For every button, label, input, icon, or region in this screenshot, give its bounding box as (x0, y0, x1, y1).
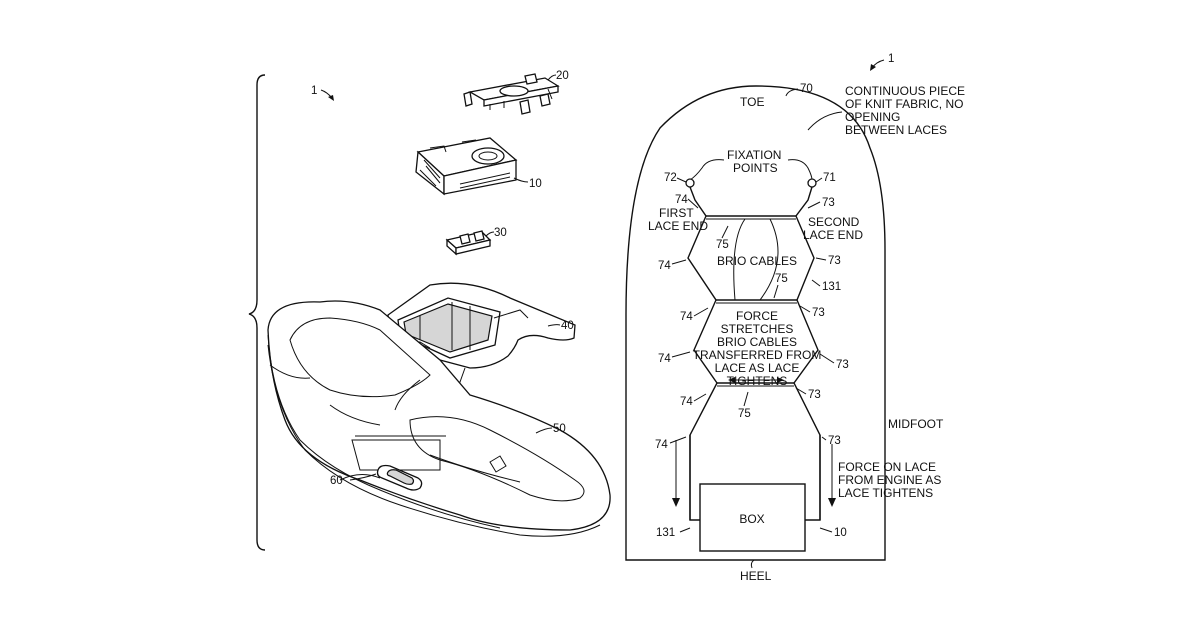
svg-text:LACE TIGHTENS: LACE TIGHTENS (838, 486, 933, 500)
force-arrow-right (828, 444, 836, 507)
leader-75-upper (722, 226, 728, 238)
ref-73-f: 73 (828, 435, 841, 447)
fixation-leader-right (788, 160, 812, 180)
ref-10-left: 10 (529, 178, 542, 190)
midfoot-label: MIDFOOT (888, 417, 944, 431)
ref-73-a: 73 (822, 197, 835, 209)
lace-to-box-right (805, 435, 820, 520)
ref-75-lower: 75 (738, 408, 751, 420)
first-lace-end-label: FIRST LACE END (648, 206, 708, 233)
ref-74-d: 74 (658, 353, 671, 365)
ref-70: 70 (800, 83, 813, 95)
heel-label: HEEL (740, 569, 772, 583)
force-on-lace-note: FORCE ON LACE FROM ENGINE AS LACE TIGHTE… (838, 460, 941, 500)
svg-text:FIXATION: FIXATION (727, 148, 781, 162)
leader-74-c (694, 308, 708, 316)
ref-131-upper: 131 (822, 281, 841, 293)
svg-text:FIRST: FIRST (659, 206, 694, 220)
leader-continuous-note (808, 112, 842, 130)
figure-ref-arrow-left (321, 90, 334, 101)
toe-label: TOE (740, 95, 764, 109)
leader-74-e (694, 394, 706, 401)
figure-ref-arrow-right (870, 60, 884, 71)
svg-text:LACE END: LACE END (648, 219, 708, 233)
ref-131-lower: 131 (656, 527, 675, 539)
ref-74-f: 74 (655, 439, 668, 451)
fixation-points-label: FIXATION POINTS (727, 148, 781, 175)
leader-74-d (672, 352, 690, 357)
force-arrow-left (672, 440, 680, 507)
ref-73-e: 73 (808, 389, 821, 401)
ref-20: 20 (556, 70, 569, 82)
svg-text:POINTS: POINTS (733, 161, 778, 175)
lacing-schematic-figure: 1 70 TOE CONTINUOUS PIECE OF KNIT FABRIC… (626, 53, 965, 583)
leader-74-f (670, 437, 686, 443)
second-lace-end-label: SECOND LACE END (803, 215, 863, 242)
svg-text:BRIO CABLES: BRIO CABLES (717, 335, 797, 349)
ref-74-e: 74 (680, 396, 693, 408)
leader-20 (548, 75, 556, 80)
leader-10-right (820, 528, 832, 532)
ref-75-upper: 75 (716, 239, 729, 251)
ref-74-a: 74 (675, 194, 688, 206)
ref-73-c: 73 (812, 307, 825, 319)
ref-72: 72 (664, 172, 677, 184)
ref-75-middle: 75 (775, 273, 788, 285)
cover-part (464, 74, 558, 114)
fixation-point-right (808, 179, 816, 187)
ref-71: 71 (823, 172, 836, 184)
lacing-engine-part (416, 138, 516, 194)
connector-part (447, 231, 490, 254)
continuous-knit-note: CONTINUOUS PIECE OF KNIT FABRIC, NO OPEN… (845, 84, 965, 137)
leader-73-d (820, 354, 834, 363)
ref-73-b: 73 (828, 255, 841, 267)
ref-40: 40 (561, 320, 574, 332)
svg-text:FORCE: FORCE (736, 309, 778, 323)
svg-text:OF KNIT FABRIC, NO: OF KNIT FABRIC, NO (845, 97, 963, 111)
svg-text:TRANSFERRED FROM: TRANSFERRED FROM (693, 348, 822, 362)
leader-72 (677, 178, 686, 182)
ref-74-c: 74 (680, 311, 693, 323)
svg-text:CONTINUOUS PIECE: CONTINUOUS PIECE (845, 84, 965, 98)
figure-ref-right: 1 (888, 53, 894, 65)
leader-131-lower (680, 528, 690, 532)
figure-ref-left: 1 (311, 85, 317, 97)
leader-75-lower (744, 392, 748, 406)
svg-text:FORCE ON LACE: FORCE ON LACE (838, 460, 936, 474)
svg-text:BETWEEN LACES: BETWEEN LACES (845, 123, 947, 137)
leader-73-b (816, 258, 826, 260)
ref-10-right: 10 (834, 527, 847, 539)
leader-131-upper (812, 280, 820, 286)
leader-73-a (808, 202, 820, 208)
assembly-bracket (249, 75, 265, 550)
lace-to-box-left (690, 435, 700, 520)
ref-30: 30 (494, 227, 507, 239)
svg-text:STRETCHES: STRETCHES (721, 322, 794, 336)
leader-71 (816, 178, 822, 182)
svg-text:OPENING: OPENING (845, 110, 900, 124)
leader-30 (486, 232, 494, 236)
ref-74-b: 74 (658, 260, 671, 272)
ref-50: 50 (553, 423, 566, 435)
brio-cables-label: BRIO CABLES (717, 254, 797, 268)
leader-75-middle (774, 285, 778, 298)
svg-text:LACE END: LACE END (803, 228, 863, 242)
leader-73-f (822, 437, 826, 440)
ref-60: 60 (330, 475, 343, 487)
leader-heel (751, 560, 754, 568)
svg-text:SECOND: SECOND (808, 215, 860, 229)
box-label: BOX (739, 512, 764, 526)
ref-73-d: 73 (836, 359, 849, 371)
exploded-view-figure: 1 20 10 (249, 70, 610, 550)
svg-text:LACE AS LACE: LACE AS LACE (715, 361, 800, 375)
svg-text:FROM ENGINE AS: FROM ENGINE AS (838, 473, 941, 487)
fixation-point-left (686, 179, 694, 187)
fixation-leader-left (690, 160, 724, 180)
leader-74-b (672, 260, 686, 264)
